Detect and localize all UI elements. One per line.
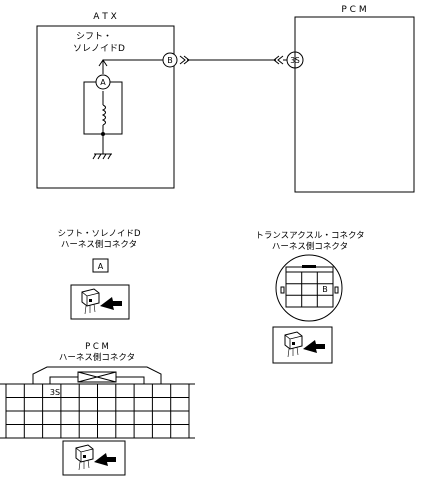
pcm-title: P C M xyxy=(341,5,366,15)
legend-solenoid-pin-label: A xyxy=(98,262,104,271)
atx-title: A T X xyxy=(93,12,117,22)
connector-3s-chevrons xyxy=(273,55,284,65)
legend-solenoid-line1: シフト・ソレノイドD xyxy=(57,229,141,239)
solenoid-circuit xyxy=(83,59,163,160)
pcm-pin-3s-label: 3S xyxy=(50,388,60,397)
connector-icon-transaxle xyxy=(272,326,333,364)
pin-a-label: A xyxy=(100,78,106,87)
pin-a-marker: A xyxy=(95,74,111,90)
pcm-box xyxy=(294,16,415,193)
pin-b-marker: B xyxy=(162,52,178,68)
pcm-connector-face xyxy=(0,366,195,439)
legend-pcm-line1: P C M xyxy=(85,342,109,352)
solenoid-label-line2: ソレノイドD xyxy=(73,44,125,54)
connector-icon-solenoid xyxy=(70,284,130,320)
transaxle-connector-face xyxy=(275,254,343,322)
legend-trans-line2: ハーネス側コネクタ xyxy=(272,241,348,252)
legend-solenoid-pin-box xyxy=(92,258,109,273)
solenoid-label-line1: シフト・ xyxy=(76,32,112,42)
solenoid-junction-dot xyxy=(101,132,105,136)
connector-icon-pcm xyxy=(62,440,126,476)
transaxle-pin-b-label: B xyxy=(322,285,328,294)
legend-trans-line1: トランスアクスル・コネクタ xyxy=(255,231,364,241)
legend-solenoid-line2: ハーネス側コネクタ xyxy=(61,239,137,250)
atx-box xyxy=(36,25,175,189)
legend-pcm-line2: ハーネス側コネクタ xyxy=(59,352,135,363)
pin-b-label: B xyxy=(167,56,173,65)
